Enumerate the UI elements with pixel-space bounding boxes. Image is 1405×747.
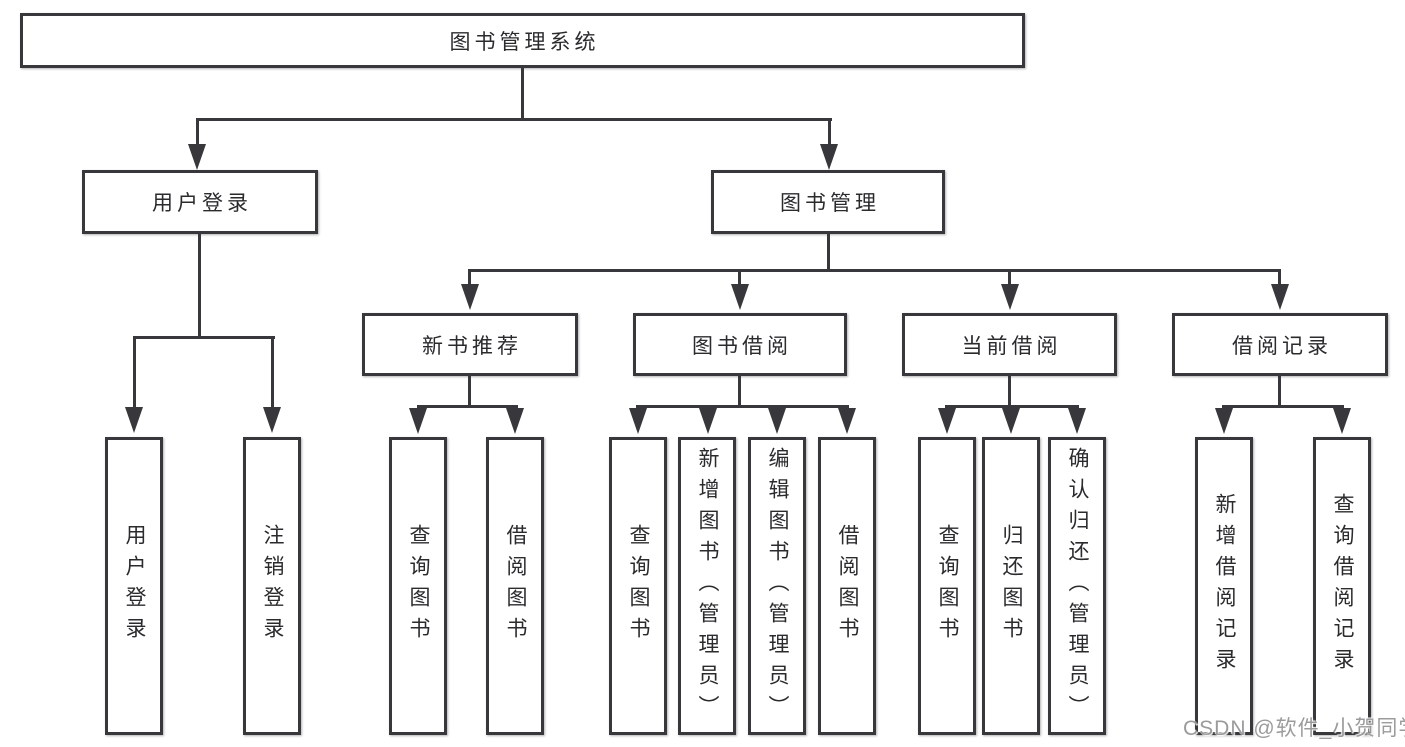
node-book-management-system: 图书管理系统 [20, 13, 1025, 68]
arrow-down-icon [731, 284, 749, 310]
node-borrowing-records-label: 借阅记录 [1232, 334, 1332, 358]
connector-line [1278, 269, 1281, 286]
leaf-return-books-label: 归还图书 [1000, 524, 1023, 648]
connector-line [468, 269, 471, 286]
node-book-borrowing-label: 图书借阅 [692, 334, 792, 358]
leaf-add-books-admin-label: 新增图书（管理员） [696, 446, 719, 726]
node-current-borrowing-label: 当前借阅 [961, 334, 1062, 358]
arrow-down-icon [1001, 284, 1019, 310]
connector-line [417, 405, 518, 408]
arrow-down-icon [820, 144, 838, 170]
arrow-down-icon [768, 408, 786, 434]
leaf-borrow-books-label: 借阅图书 [836, 524, 859, 648]
connector-line [133, 336, 136, 409]
leaf-query-books-borrowing: 查询图书 [609, 437, 667, 735]
connector-line [1278, 374, 1281, 407]
node-book-management-label: 图书管理 [780, 192, 880, 215]
arrow-down-icon [1068, 408, 1086, 434]
leaf-query-borrow-record: 查询借阅记录 [1313, 437, 1371, 735]
connector-line [1222, 405, 1344, 408]
connector-line [196, 118, 199, 146]
leaf-add-books-admin: 新增图书（管理员） [678, 437, 736, 735]
node-new-book-recommend: 新书推荐 [362, 313, 578, 376]
arrow-down-icon [629, 408, 647, 434]
leaf-query-books-recommend-label: 查询图书 [407, 524, 430, 648]
connector-line [945, 405, 1079, 408]
node-book-management: 图书管理 [711, 170, 945, 234]
leaf-query-books-current: 查询图书 [918, 437, 976, 735]
leaf-return-books: 归还图书 [982, 437, 1040, 735]
leaf-borrow-books-recommend: 借阅图书 [486, 437, 544, 735]
leaf-borrow-books-recommend-label: 借阅图书 [504, 524, 527, 648]
leaf-confirm-return-admin: 确认归还（管理员） [1048, 437, 1106, 735]
leaf-query-books-borrowing-label: 查询图书 [627, 524, 650, 648]
leaf-add-borrow-record-label: 新增借阅记录 [1213, 493, 1236, 679]
connector-line [1008, 374, 1011, 407]
node-borrowing-records: 借阅记录 [1172, 313, 1388, 376]
connector-line [196, 118, 832, 121]
leaf-confirm-return-admin-label: 确认归还（管理员） [1066, 446, 1089, 726]
connector-line [468, 269, 1281, 272]
leaf-query-borrow-record-label: 查询借阅记录 [1331, 493, 1354, 679]
arrow-down-icon [125, 407, 143, 433]
leaf-add-borrow-record: 新增借阅记录 [1195, 437, 1253, 735]
arrow-down-icon [188, 144, 206, 170]
node-user-login-label: 用户登录 [152, 192, 252, 215]
leaf-query-books-current-label: 查询图书 [936, 524, 959, 648]
connector-line [468, 374, 471, 407]
node-book-management-system-label: 图书管理系统 [449, 30, 600, 54]
connector-line [738, 374, 741, 407]
arrow-down-icon [938, 408, 956, 434]
leaf-logout: 注销登录 [243, 437, 301, 735]
connector-line [271, 336, 274, 409]
leaf-logout-label: 注销登录 [261, 524, 284, 648]
arrow-down-icon [838, 408, 856, 434]
leaf-user-login-label: 用户登录 [123, 524, 146, 648]
connector-line [636, 405, 849, 408]
node-current-borrowing: 当前借阅 [902, 313, 1117, 376]
csdn-watermark: CSDN @软件_小贺同学 [1183, 717, 1405, 740]
arrow-down-icon [506, 408, 524, 434]
arrow-down-icon [1333, 408, 1351, 434]
arrow-down-icon [1215, 408, 1233, 434]
node-book-borrowing: 图书借阅 [633, 313, 847, 376]
leaf-edit-books-admin-label: 编辑图书（管理员） [766, 446, 789, 726]
arrow-down-icon [1271, 284, 1289, 310]
node-user-login: 用户登录 [82, 170, 318, 234]
leaf-edit-books-admin: 编辑图书（管理员） [748, 437, 806, 735]
connector-line [827, 232, 830, 270]
leaf-user-login: 用户登录 [105, 437, 163, 735]
node-new-book-recommend-label: 新书推荐 [422, 334, 522, 358]
connector-line [521, 66, 524, 120]
leaf-query-books-recommend: 查询图书 [389, 437, 447, 735]
arrow-down-icon [409, 408, 427, 434]
arrow-down-icon [699, 408, 717, 434]
connector-line [738, 269, 741, 286]
leaf-borrow-books: 借阅图书 [818, 437, 876, 735]
arrow-down-icon [1002, 408, 1020, 434]
connector-line [1008, 269, 1011, 286]
connector-line [133, 336, 275, 339]
connector-line [828, 118, 831, 146]
arrow-down-icon [263, 407, 281, 433]
arrow-down-icon [461, 284, 479, 310]
connector-line [198, 232, 201, 338]
